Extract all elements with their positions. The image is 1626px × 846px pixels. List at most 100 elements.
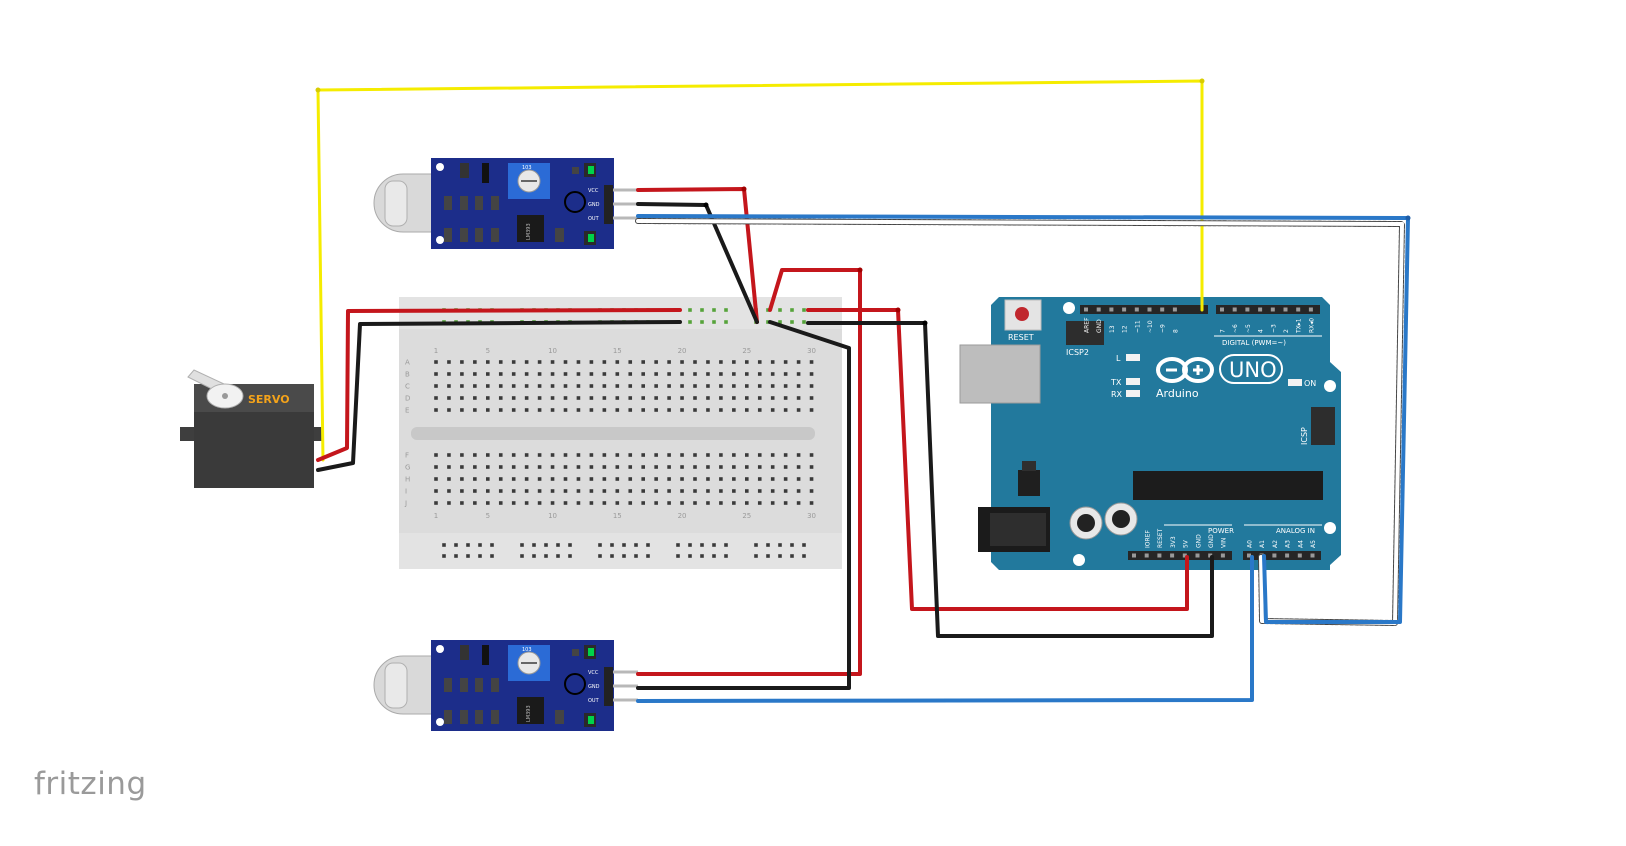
bb-hole — [783, 501, 788, 505]
bb-hole — [719, 372, 723, 376]
bb-hole — [706, 453, 710, 457]
rail-hole — [724, 554, 728, 558]
bb-hole — [434, 408, 438, 412]
bb-hole — [745, 408, 749, 412]
bb-hole — [615, 453, 620, 457]
rail-hole — [754, 543, 758, 547]
bb-hole — [706, 360, 710, 364]
row-letter: B — [405, 371, 410, 379]
bb-hole — [550, 477, 555, 481]
rail-hole — [700, 308, 704, 312]
bb-hole — [511, 489, 516, 493]
bb-hole — [745, 384, 749, 388]
pin-label: GND — [1208, 534, 1215, 548]
bb-hole — [460, 408, 464, 412]
pin-label: 5V — [1183, 539, 1190, 548]
bb-hole — [770, 372, 775, 376]
wire-yellow-servo-signal — [316, 88, 325, 462]
bb-hole — [641, 408, 645, 412]
column-number: 25 — [742, 512, 751, 520]
bb-hole — [809, 489, 814, 493]
header-pin — [1220, 553, 1225, 558]
bb-hole — [511, 453, 516, 457]
rail-hole — [724, 543, 728, 547]
bb-hole — [641, 477, 645, 481]
column-number: 15 — [613, 347, 622, 355]
bb-hole — [757, 360, 762, 364]
bb-hole — [473, 453, 477, 457]
bb-hole — [563, 501, 568, 505]
wire-black-servo-gnd — [316, 320, 682, 472]
bb-hole — [576, 360, 581, 364]
bb-hole — [589, 465, 594, 469]
header-pin — [1245, 307, 1250, 312]
header-pin — [1310, 553, 1315, 558]
bb-hole — [719, 396, 723, 400]
bb-hole — [486, 360, 490, 364]
pin-label: A5 — [1310, 540, 1317, 548]
bb-hole — [641, 396, 645, 400]
row-letter: E — [405, 407, 409, 415]
bb-hole — [680, 408, 684, 412]
rail-hole — [478, 554, 482, 558]
bb-hole — [628, 465, 633, 469]
bb-hole — [486, 372, 490, 376]
led-l-label: L — [1116, 354, 1121, 363]
bb-hole — [550, 396, 555, 400]
bb-hole — [473, 489, 477, 493]
fritzing-logo: fritzing — [34, 766, 147, 802]
bb-hole — [667, 384, 671, 388]
bb-hole — [589, 360, 594, 364]
bb-hole — [745, 477, 749, 481]
bb-hole — [447, 396, 451, 400]
rail-hole — [466, 554, 470, 558]
bb-hole — [654, 501, 658, 505]
bb-hole — [511, 384, 516, 388]
bb-hole — [550, 453, 555, 457]
pin-label: A3 — [1285, 540, 1292, 548]
rail-hole — [700, 320, 704, 324]
bb-hole — [550, 360, 555, 364]
bb-hole — [589, 372, 594, 376]
rail-hole — [802, 320, 806, 324]
bb-hole — [511, 408, 516, 412]
bb-hole — [628, 501, 633, 505]
bb-hole — [628, 384, 633, 388]
pin-label-gnd: GND — [588, 202, 600, 208]
bb-hole — [434, 384, 438, 388]
bb-hole — [460, 453, 464, 457]
pin-label-gnd: GND — [588, 684, 600, 690]
bb-hole — [783, 465, 788, 469]
header-pin — [1297, 553, 1302, 558]
header-pin — [1182, 553, 1187, 558]
mount-hole — [1324, 522, 1336, 534]
bb-hole — [783, 360, 788, 364]
bb-hole — [460, 501, 464, 505]
arduino-logo-icon — [1156, 357, 1214, 383]
bb-hole — [628, 408, 633, 412]
pin-label: ~6 — [1232, 324, 1239, 333]
bb-hole — [602, 453, 607, 457]
breadboard-center-channel — [411, 427, 815, 440]
bb-hole — [524, 477, 529, 481]
row-letter: I — [405, 488, 407, 496]
bb-hole — [434, 360, 438, 364]
rail-hole — [700, 543, 704, 547]
bb-hole — [641, 489, 645, 493]
bb-hole — [434, 453, 438, 457]
header-pin — [1308, 307, 1313, 312]
analog-header — [1243, 551, 1321, 560]
bb-hole — [783, 453, 788, 457]
led-tx-label: TX — [1110, 378, 1122, 387]
bb-hole — [473, 465, 477, 469]
bb-hole — [511, 360, 516, 364]
bb-hole — [537, 453, 542, 457]
bb-hole — [706, 489, 710, 493]
arduino-model: UNO — [1229, 358, 1277, 382]
rail-hole — [532, 554, 536, 558]
bb-hole — [693, 501, 697, 505]
rail-hole — [466, 543, 470, 547]
bb-hole — [498, 477, 503, 481]
mount-hole — [436, 718, 444, 726]
bb-hole — [641, 453, 645, 457]
